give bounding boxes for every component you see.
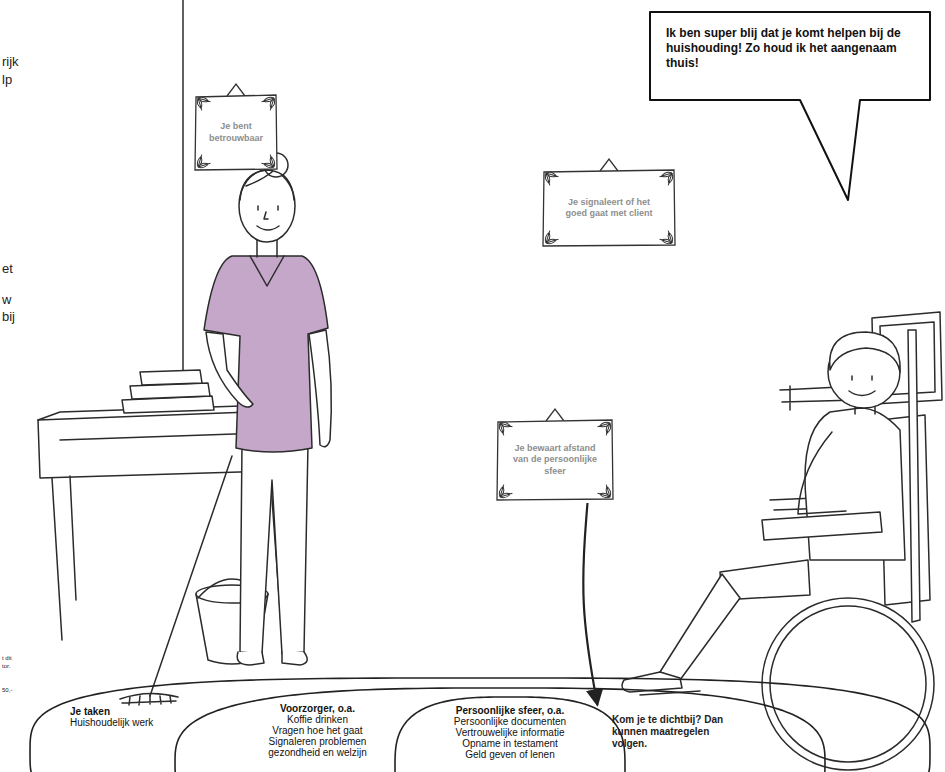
zone-heading: Voorzorger, o.a.	[255, 703, 380, 714]
client	[660, 574, 740, 680]
zone-item: Opname in testament	[437, 738, 583, 749]
cut-off-text: t dit	[2, 655, 12, 662]
leaf-ornament	[197, 161, 211, 169]
care-worker	[204, 153, 331, 665]
wheelchair	[762, 330, 934, 770]
text-stack: Persoonlijke sfeer, o.a.Persoonlijke doc…	[437, 705, 583, 760]
cut-off-text: w	[2, 292, 11, 308]
zone-item: Geld geven of lenen	[437, 749, 583, 760]
care-worker	[309, 330, 331, 447]
mop	[120, 456, 232, 705]
connector-arrow	[583, 503, 597, 705]
zone-ellipse: Je takenHuishoudelijk werk Voorzorger, o.…	[30, 678, 930, 772]
cut-off-text: lp	[2, 72, 12, 88]
text-stack: Je takenHuishoudelijk werk	[70, 706, 182, 728]
cut-off-text: tor.	[2, 663, 10, 670]
leaf-ornament	[544, 172, 552, 186]
leaf-ornament	[666, 230, 674, 244]
zone-item: Huishoudelijk werk	[70, 717, 182, 728]
sign-hook	[600, 159, 618, 171]
cut-off-text: rijk	[2, 54, 19, 70]
sign-text: Je bent betrouwbaar	[205, 121, 267, 144]
mop	[120, 693, 178, 705]
care-worker	[257, 206, 279, 230]
care-worker	[250, 256, 284, 286]
leaf-ornament	[597, 421, 611, 429]
cut-off-text: et	[2, 261, 13, 277]
sign-border	[543, 170, 675, 246]
speech-text: Ik ben super blij dat je komt helpen bij…	[666, 26, 914, 71]
zone-outline	[30, 678, 930, 772]
paper-stack	[140, 370, 202, 385]
client	[798, 432, 846, 514]
client	[622, 332, 905, 695]
sign-text: Je bewaart afstand van de persoonlijke s…	[506, 443, 604, 478]
client	[849, 376, 875, 396]
care-worker	[240, 444, 308, 654]
leaf-ornament	[545, 237, 559, 245]
sign-text: Je signaleert of het goed gaat met clien…	[564, 197, 654, 220]
text-stack: Ik ben super blij dat je komt helpen bij…	[666, 26, 914, 71]
sign-hook	[546, 409, 564, 421]
wall-edge	[182, 0, 184, 392]
note-text: Kom je te dichtbij? Dan kunnen maatregel…	[612, 714, 744, 750]
zone-heading: Je taken	[70, 706, 182, 717]
scene	[38, 0, 942, 770]
sign-border	[195, 95, 277, 170]
text-stack: Voorzorger, o.a.Koffie drinkenVragen hoe…	[255, 703, 380, 758]
leaf-ornament	[659, 171, 673, 179]
speech-bubble: Ik ben super blij dat je komt helpen bij…	[650, 12, 930, 100]
client	[762, 512, 882, 540]
leaf-ornament	[499, 491, 513, 499]
leaf-ornament	[261, 96, 275, 104]
leaf-ornament	[498, 422, 506, 436]
wall-sign: Je signaleert of het goed gaat met clien…	[543, 170, 675, 246]
client	[830, 332, 900, 372]
paper-stack	[122, 370, 214, 413]
sign-border	[497, 420, 613, 500]
care-worker	[240, 170, 294, 200]
care-worker	[239, 170, 295, 242]
zone-ellipse: Voorzorger, o.a.Koffie drinkenVragen hoe…	[175, 688, 825, 772]
zone-outline	[175, 688, 825, 772]
care-worker	[204, 256, 328, 452]
sign-hook	[227, 84, 245, 96]
client	[805, 408, 905, 560]
zone-heading: Persoonlijke sfeer, o.a.	[437, 705, 583, 716]
bubble-outline	[650, 12, 930, 200]
leaf-ornament	[196, 97, 204, 111]
zone-item: Persoonlijke documenten	[437, 716, 583, 727]
leaf-ornament	[604, 484, 612, 498]
care-worker	[206, 332, 253, 407]
text-stack: Je bewaart afstand van de persoonlijke s…	[506, 443, 604, 478]
text-stack: Je signaleert of het goed gaat met clien…	[564, 197, 654, 220]
wall-sign: Je bent betrouwbaar	[195, 95, 277, 170]
zone-item: Vragen hoe het gaat	[255, 725, 380, 736]
zone-item: Koffie drinken	[255, 714, 380, 725]
zone-ellipse: Persoonlijke sfeer, o.a.Persoonlijke doc…	[395, 697, 625, 772]
cut-off-text: 50,-	[2, 687, 12, 694]
zone-item: Vertrouwelijke informatie	[437, 727, 583, 738]
care-worker	[237, 652, 307, 665]
zone-outline	[395, 697, 625, 772]
zone-item: Signaleren problemen gezondheid en welzi…	[255, 736, 380, 758]
wheelchair	[908, 330, 920, 622]
leaf-ornament	[268, 154, 276, 168]
wall-sign: Je bewaart afstand van de persoonlijke s…	[497, 420, 613, 500]
text-stack: Je bent betrouwbaar	[205, 121, 267, 144]
cut-off-text: bij	[2, 309, 15, 325]
